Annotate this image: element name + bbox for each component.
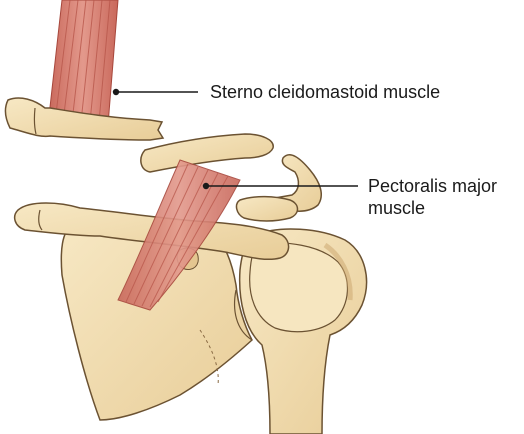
pectoralis-major-label-line1: Pectoralis major xyxy=(368,176,497,196)
sternocleidomastoid-leader xyxy=(113,89,198,95)
sternocleidomastoid-label: Sterno cleidomastoid muscle xyxy=(210,82,440,102)
humerus xyxy=(240,229,367,434)
sternocleidomastoid-muscle xyxy=(48,0,118,125)
pectoralis-major-label-line2: muscle xyxy=(368,198,425,218)
clavicle-middle-fragment xyxy=(141,134,273,172)
coracoid-process xyxy=(237,155,322,221)
